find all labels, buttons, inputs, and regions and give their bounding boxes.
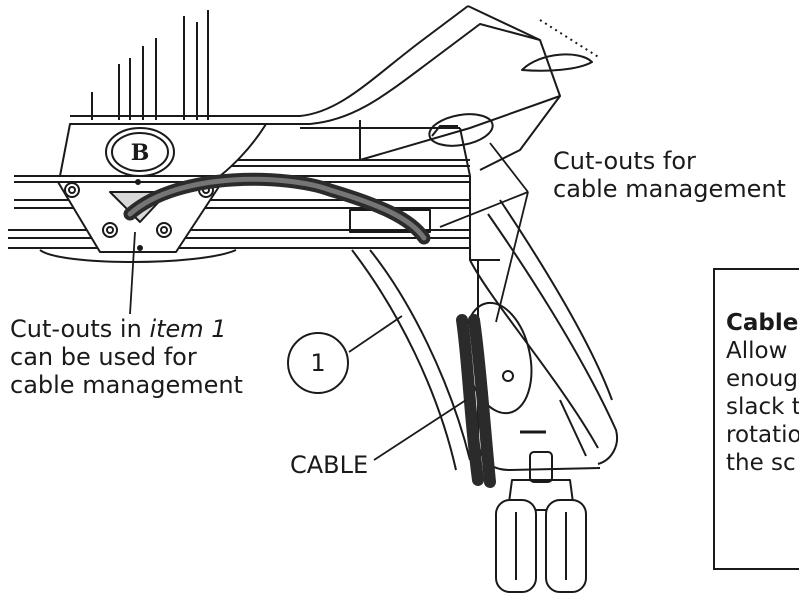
callout-item-1: 1 [287,332,349,394]
note-content: Cable Allow enoug slack t rotatio the sc [726,309,799,477]
label-cutouts-item1: Cut-outs in item 1 can be used for cable… [10,315,243,399]
horizontal-rail [8,159,470,263]
label-line: Cut-outs for [553,147,696,175]
label-line: can be used for [10,343,197,371]
callout-number: 1 [310,349,326,377]
logo-plate [59,123,267,177]
label-line: cable management [553,175,786,203]
upper-beam [70,5,601,161]
cable [123,172,496,488]
note-title: Cable [726,310,799,336]
caster-wheel [495,430,587,593]
label-line: Cut-outs in item 1 [10,315,243,343]
label-cable: CABLE [290,451,369,479]
label-cutouts-cable-management: Cut-outs for cable management [553,147,786,203]
leader-lines [129,142,529,461]
diagonal-brace [351,249,471,471]
label-item-reference: item 1 [149,315,227,343]
hatch-lines [91,10,209,120]
note-line: slack t [726,394,799,420]
note-line: the sc [726,450,796,476]
cable-note-box: Cable Allow enoug slack t rotatio the sc [713,268,799,570]
note-line: enoug [726,366,798,392]
label-prefix: Cut-outs in [10,315,150,343]
note-line: rotatio [726,422,799,448]
note-line: Allow [726,338,788,364]
logo-letter: B [131,140,150,166]
label-line: cable management [10,371,243,399]
